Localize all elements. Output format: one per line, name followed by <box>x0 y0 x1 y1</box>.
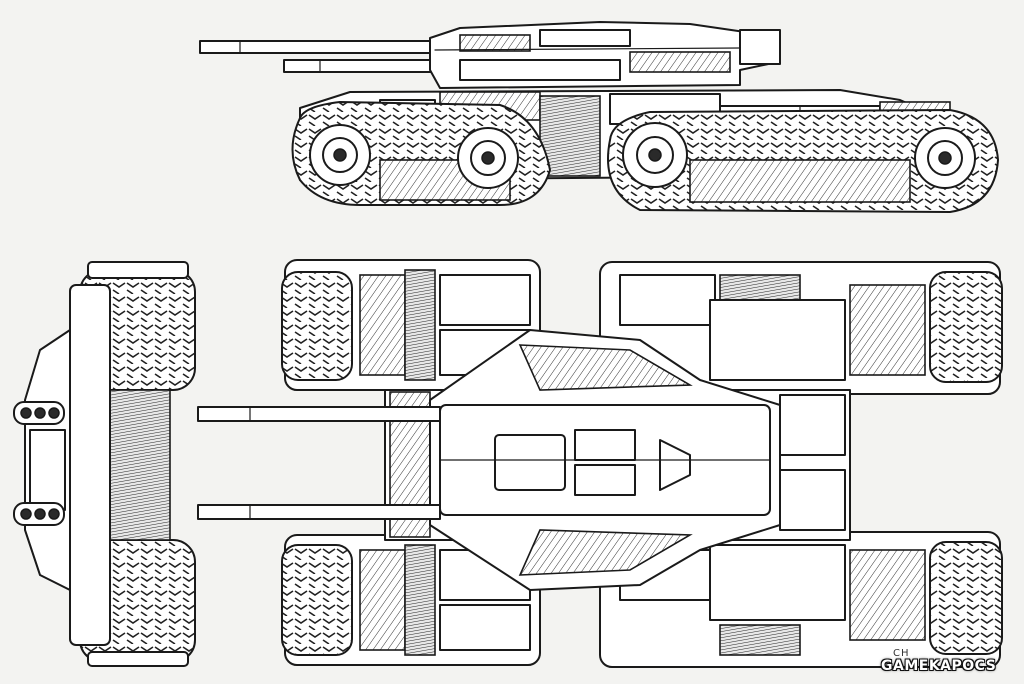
top-track-pod-lower-right <box>599 531 1003 668</box>
side-gun-barrels <box>199 40 436 73</box>
watermark-logo: GAMEKAPOCS <box>881 658 997 674</box>
top-gun-barrels <box>197 406 441 520</box>
top-turret <box>429 329 781 591</box>
top-view <box>197 259 1003 668</box>
top-track-pod-upper-left <box>281 259 541 391</box>
top-track-pod-upper-right <box>599 261 1003 395</box>
front-view <box>13 261 196 667</box>
side-road-wheels <box>309 122 976 189</box>
side-turret <box>429 21 781 89</box>
side-view <box>199 21 1000 214</box>
front-gun-muzzles <box>13 401 65 526</box>
artist-signature: CH <box>893 648 910 659</box>
